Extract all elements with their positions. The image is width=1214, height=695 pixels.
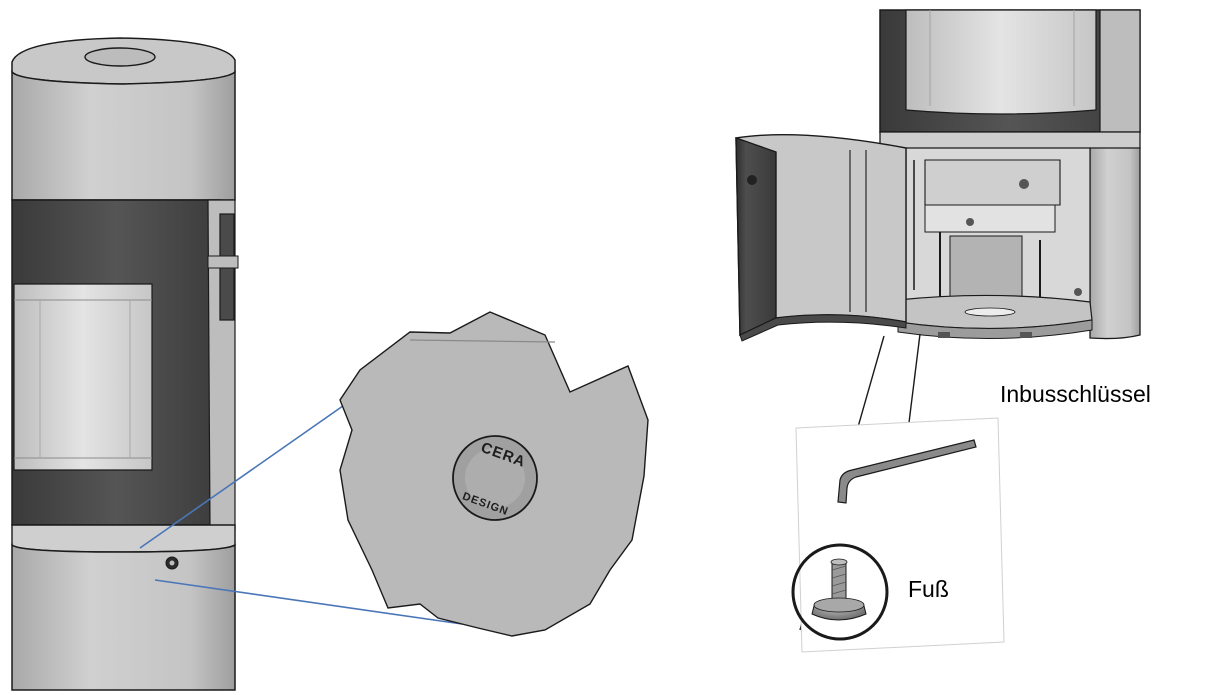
opened-shell-rim [739,314,907,342]
foot-base-top [813,597,865,613]
logo-disc-inner [465,448,525,508]
shell-logo-dot [747,175,757,185]
callout-line-bottom [154,579,463,625]
foot-thread-line [831,573,847,579]
right-side-panel [1099,9,1141,133]
stove-glass [13,283,153,471]
stove-right [735,9,1141,342]
interior-ash-drawer [924,204,1056,233]
stove-left [11,37,239,691]
base-logo-dot-inner [169,560,175,566]
foot-stub [938,332,950,338]
stove-ring [11,524,236,553]
stove-base [11,543,236,691]
handle-hinge [207,255,239,269]
foot-thread-line [831,581,847,587]
allen-key [837,439,977,504]
foot-stub [1020,332,1032,338]
patch-edge-line [409,339,556,343]
label-allen-key: Inbusschlüssel [1000,381,1151,407]
flue-opening [84,47,156,67]
foot-highlight-circle [791,543,889,641]
stove-upper-body [11,69,236,201]
label-foot: Fuß [908,576,949,602]
foot-thread-line [831,589,847,595]
interior-bolt [1074,288,1082,296]
bottom-plate-opening [964,307,1016,317]
right-base-panel [1089,147,1141,340]
opened-shell-outer [735,137,777,337]
allen-key-shape [837,439,977,504]
interior-bolt [966,218,974,226]
foot-thread-line [831,565,847,571]
foot-top-cap [830,558,848,566]
enlarged-detail-patch: CERA DESIGN [339,311,649,637]
right-glass [905,9,1097,115]
interior-plate [949,235,1023,305]
cera-design-logo: CERA DESIGN [452,435,538,521]
levelling-foot [791,543,889,641]
interior-bolt [1019,179,1029,189]
interior-combustion-box [924,159,1061,206]
